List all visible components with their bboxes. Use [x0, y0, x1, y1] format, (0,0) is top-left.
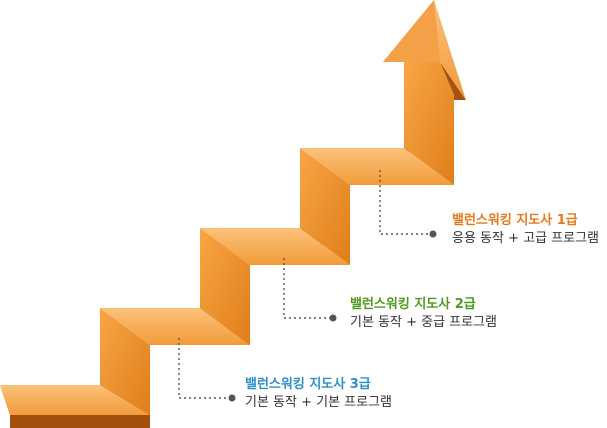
level-2-title: 밸런스워킹 지도사 2급: [350, 297, 476, 312]
level-1-label: 밸런스워킹 지도사 1급 응용 동작 + 고급 프로그램: [452, 212, 599, 247]
level-3-label: 밸런스워킹 지도사 3급 기본 동작 + 기본 프로그램: [245, 376, 392, 411]
level-1-title: 밸런스워킹 지도사 1급: [452, 213, 578, 228]
leader-dots: [228, 230, 437, 402]
level-3-desc: 기본 동작 + 기본 프로그램: [245, 394, 393, 410]
level-1-desc: 응용 동작 + 고급 프로그램: [452, 230, 600, 246]
level-2-label: 밸런스워킹 지도사 2급 기본 동작 + 중급 프로그램: [350, 296, 497, 331]
level-3-title: 밸런스워킹 지도사 3급: [245, 377, 371, 392]
level-2-desc: 기본 동작 + 중급 프로그램: [350, 314, 498, 330]
stair-step-2: [200, 228, 350, 345]
arrow-head: [383, 0, 466, 185]
stair-step-3: [300, 148, 454, 265]
leader-lines: [178, 170, 433, 399]
stair-step-1: [0, 308, 250, 428]
